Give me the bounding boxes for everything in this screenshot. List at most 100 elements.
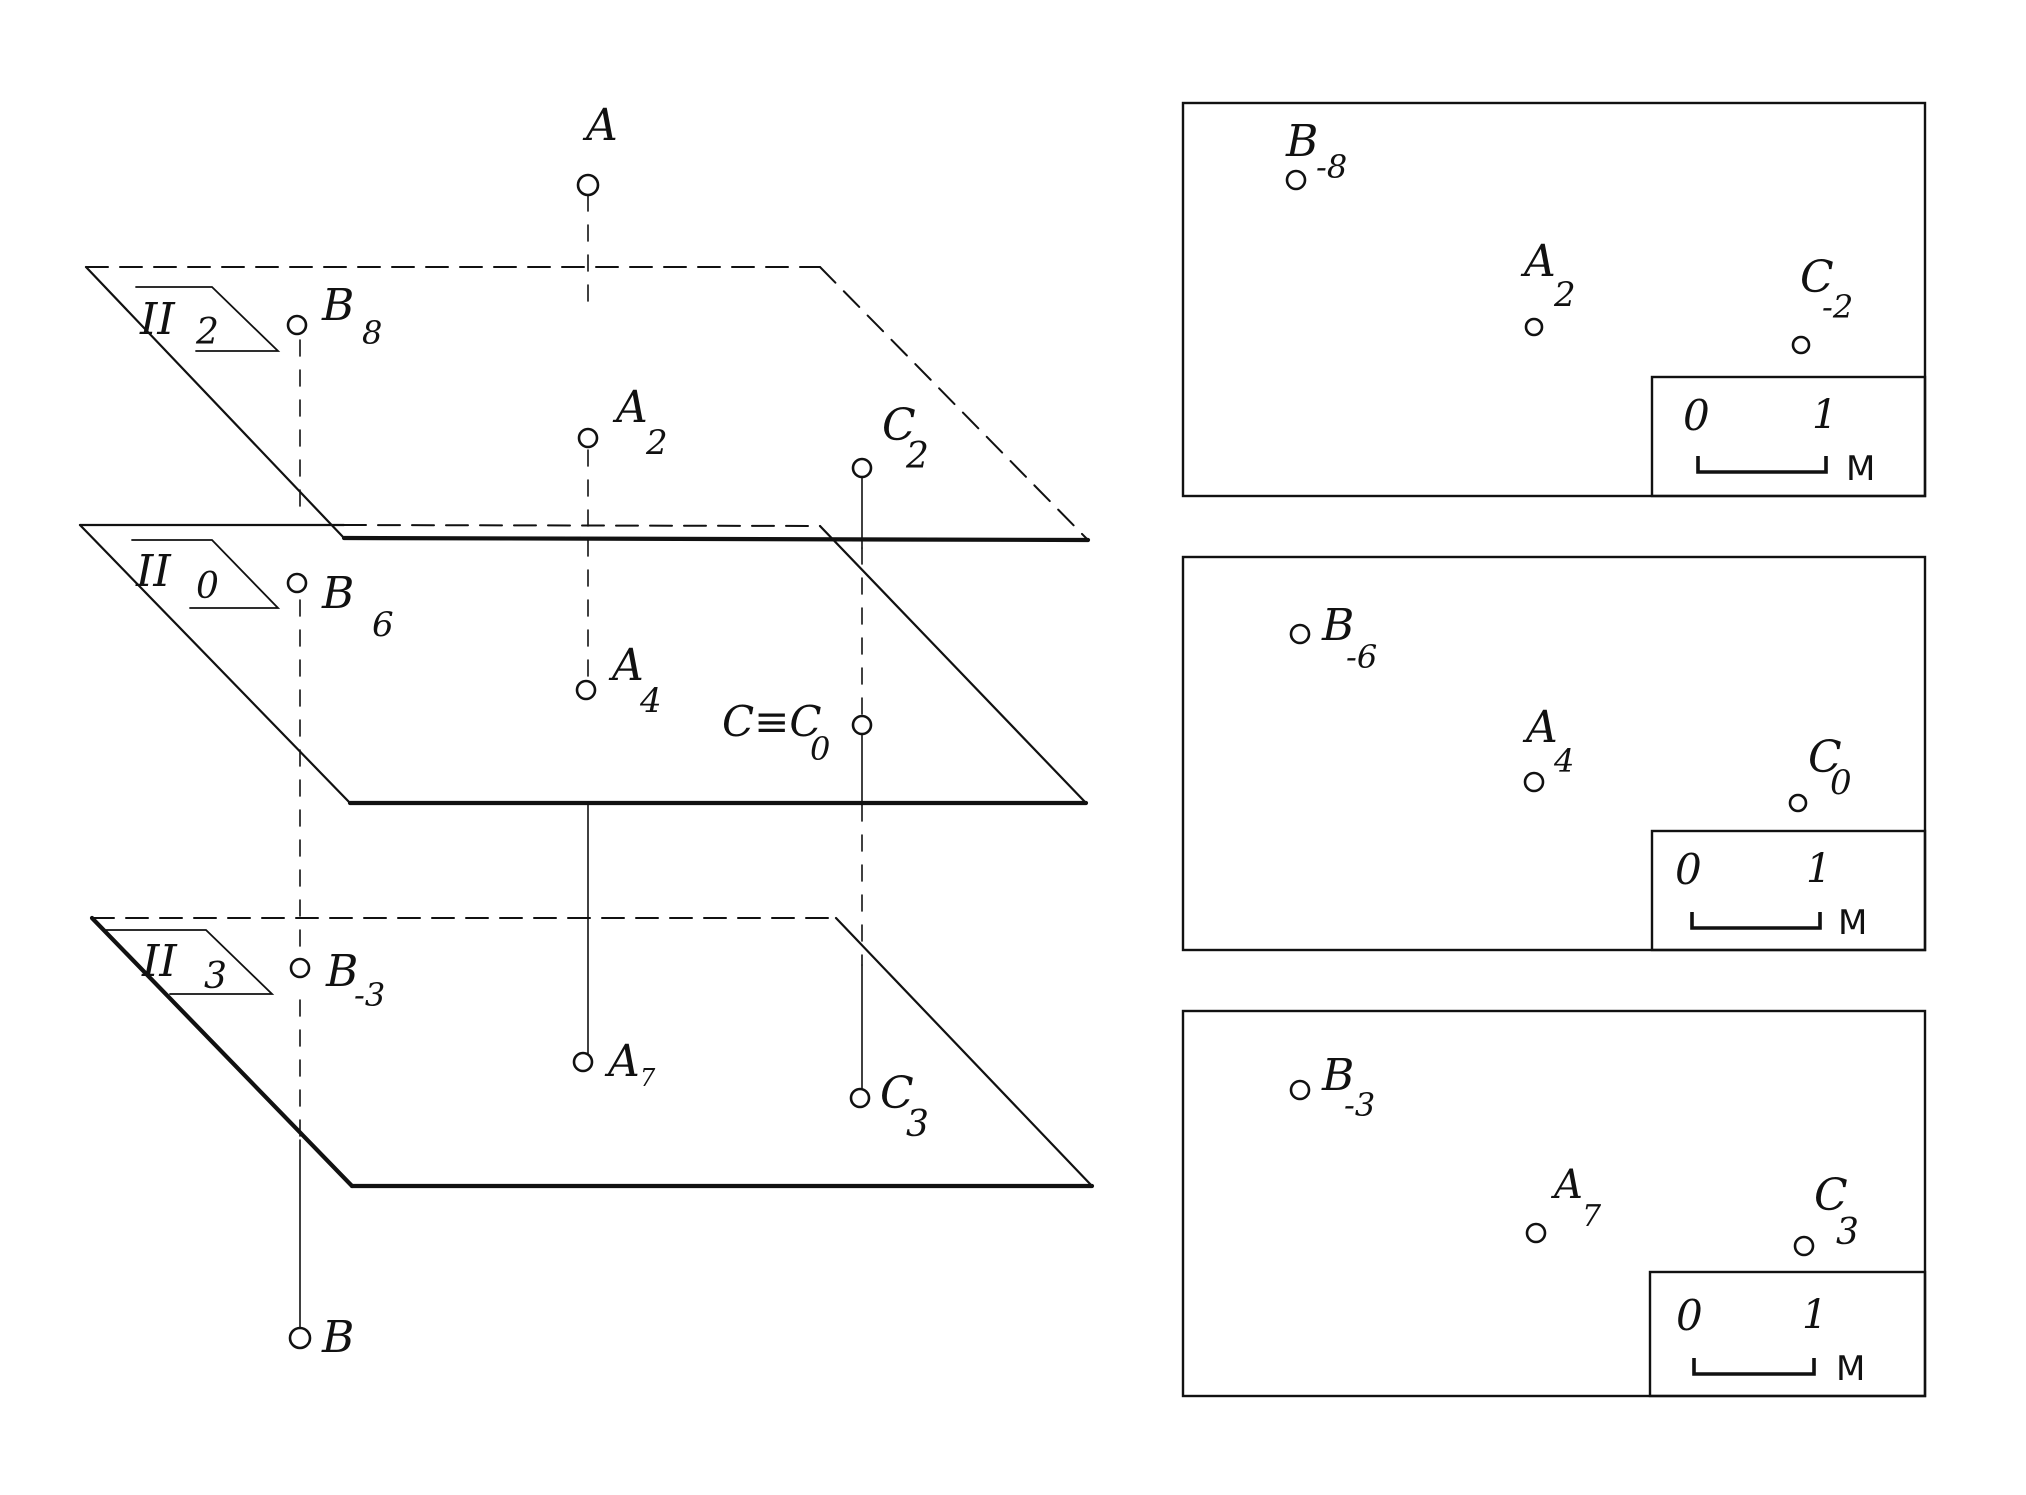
panel-1-point-a xyxy=(1524,317,1544,337)
point-b-label: B xyxy=(321,1312,354,1363)
plane-middle-right-edge xyxy=(818,524,1088,805)
point-b8-label: B xyxy=(321,280,354,331)
panel-3-scale-end: 1 xyxy=(1802,1292,1827,1338)
panel-2-scale-bar xyxy=(1690,912,1822,930)
projection-panel-1: B -8 A 2 C -2 0 1 M xyxy=(1181,101,1927,498)
spatial-points: A B 8 A 2 C 2 B 6 A 4 C≡C 0 B -3 A 7 xyxy=(286,100,929,1363)
projection-panels: B -8 A 2 C -2 0 1 M B -6 A 4 C 0 0 xyxy=(1181,101,1927,1398)
point-bm3-label: B xyxy=(325,946,358,997)
plane-middle-label: II xyxy=(135,546,172,597)
point-c0-sub: 0 xyxy=(810,730,830,768)
point-c2-sub: 2 xyxy=(905,436,929,477)
point-bm3-sub: -3 xyxy=(354,976,385,1014)
point-b6-sub: 6 xyxy=(372,605,394,645)
panel-2-scale-unit: M xyxy=(1838,903,1867,943)
plane-top-label: II xyxy=(139,294,176,345)
point-b xyxy=(288,1326,312,1350)
panel-3-scale-start: 0 xyxy=(1676,1291,1703,1340)
panel-3-frame xyxy=(1181,1009,1927,1398)
plane-bottom-label-frame xyxy=(105,929,275,995)
panel-1-scale-start: 0 xyxy=(1683,391,1710,440)
point-c3-label: C xyxy=(880,1068,914,1119)
panel-3-label-c: C xyxy=(1814,1170,1848,1221)
point-a xyxy=(576,173,600,197)
plane-middle-left-edge xyxy=(78,523,352,805)
projecting-lines xyxy=(299,194,863,1331)
panel-2-scale-box xyxy=(1650,829,1927,952)
panel-3-point-b xyxy=(1289,1079,1311,1101)
plane-top-label-sub: 2 xyxy=(195,312,219,353)
panel-3-label-b: B xyxy=(1321,1050,1354,1101)
plane-top-left-edge xyxy=(84,265,346,540)
panel-3-sub-c: 3 xyxy=(1836,1212,1859,1253)
plane-middle: II 0 xyxy=(78,523,1089,806)
panel-2-scale-start: 0 xyxy=(1675,845,1702,894)
point-a2 xyxy=(577,427,599,449)
panel-3-label-a: A xyxy=(1550,1162,1583,1208)
point-a4 xyxy=(575,679,597,701)
point-c3-sub: 3 xyxy=(906,1104,929,1145)
point-b8-sub: 8 xyxy=(362,314,382,352)
panel-2-sub-a: 4 xyxy=(1553,742,1574,780)
point-a-label: A xyxy=(582,100,618,151)
panel-1-scale-bar xyxy=(1696,456,1828,474)
point-c2-label: C xyxy=(882,400,916,451)
panel-3-scale-box xyxy=(1648,1270,1927,1398)
point-b8 xyxy=(286,314,308,336)
point-a2-label: A xyxy=(612,382,648,433)
plane-middle-back-edge-hidden xyxy=(343,524,821,527)
panel-1-point-b xyxy=(1285,169,1307,191)
plane-bottom-left-edge xyxy=(89,915,355,1189)
plane-top-label-frame xyxy=(135,286,281,352)
panel-3-sub-a: 7 xyxy=(1582,1199,1602,1234)
point-a4-sub: 4 xyxy=(639,681,662,721)
panel-2-frame xyxy=(1181,555,1927,952)
point-a2-sub: 2 xyxy=(645,423,668,463)
plane-bottom: II 3 xyxy=(89,915,1095,1189)
plane-top: II 2 xyxy=(84,265,1091,543)
panel-1-scale-box xyxy=(1650,375,1927,498)
panel-2-point-a xyxy=(1523,771,1545,793)
point-b6 xyxy=(286,572,308,594)
panel-1-sub-a: 2 xyxy=(1553,275,1576,315)
panel-2-sub-b: -6 xyxy=(1346,638,1377,676)
point-bm3 xyxy=(289,957,311,979)
panel-3-scale-bar xyxy=(1692,1358,1816,1376)
point-a7-label: A xyxy=(604,1036,640,1087)
point-a4-label: A xyxy=(608,640,644,691)
panel-1-frame xyxy=(1181,101,1927,498)
plane-bottom-right-edge xyxy=(834,916,1094,1188)
panel-1-label-c: C xyxy=(1800,252,1834,303)
plane-bottom-label: II xyxy=(141,936,178,987)
panel-2-point-c xyxy=(1788,793,1808,813)
panel-3-point-c xyxy=(1793,1235,1815,1257)
point-c3 xyxy=(849,1087,871,1109)
projection-panel-2: B -6 A 4 C 0 0 1 M xyxy=(1181,555,1927,952)
panel-3-sub-b: -3 xyxy=(1344,1086,1375,1124)
panel-1-sub-c: -2 xyxy=(1822,288,1853,326)
panel-3-point-a xyxy=(1525,1222,1547,1244)
panel-1-label-b: B xyxy=(1285,116,1318,167)
panel-2-point-b xyxy=(1289,623,1311,645)
point-a7-sub: 7 xyxy=(640,1064,656,1092)
panel-1-scale-end: 1 xyxy=(1812,392,1837,438)
point-c0 xyxy=(851,714,873,736)
panel-2-label-b: B xyxy=(1321,600,1354,651)
panel-2-sub-c: 0 xyxy=(1830,763,1852,803)
plane-top-right-edge xyxy=(819,266,1089,541)
point-c0-label: C≡C xyxy=(722,697,821,746)
point-c2 xyxy=(851,457,873,479)
panel-2-label-c: C xyxy=(1808,732,1842,783)
projection-panel-3: B -3 A 7 C 3 0 1 M xyxy=(1181,1009,1927,1398)
panel-1-point-c xyxy=(1791,335,1811,355)
panel-1-sub-b: -8 xyxy=(1316,148,1347,186)
plane-top-front-edge xyxy=(341,535,1091,543)
panel-1-label-a: A xyxy=(1520,236,1556,287)
panel-2-scale-end: 1 xyxy=(1806,846,1831,892)
panel-1-scale-unit: M xyxy=(1846,449,1875,489)
plane-bottom-label-sub: 3 xyxy=(204,956,227,997)
plane-middle-label-sub: 0 xyxy=(196,566,219,607)
point-a7 xyxy=(572,1051,594,1073)
spatial-view: II 2 II 0 II 3 xyxy=(78,100,1095,1363)
